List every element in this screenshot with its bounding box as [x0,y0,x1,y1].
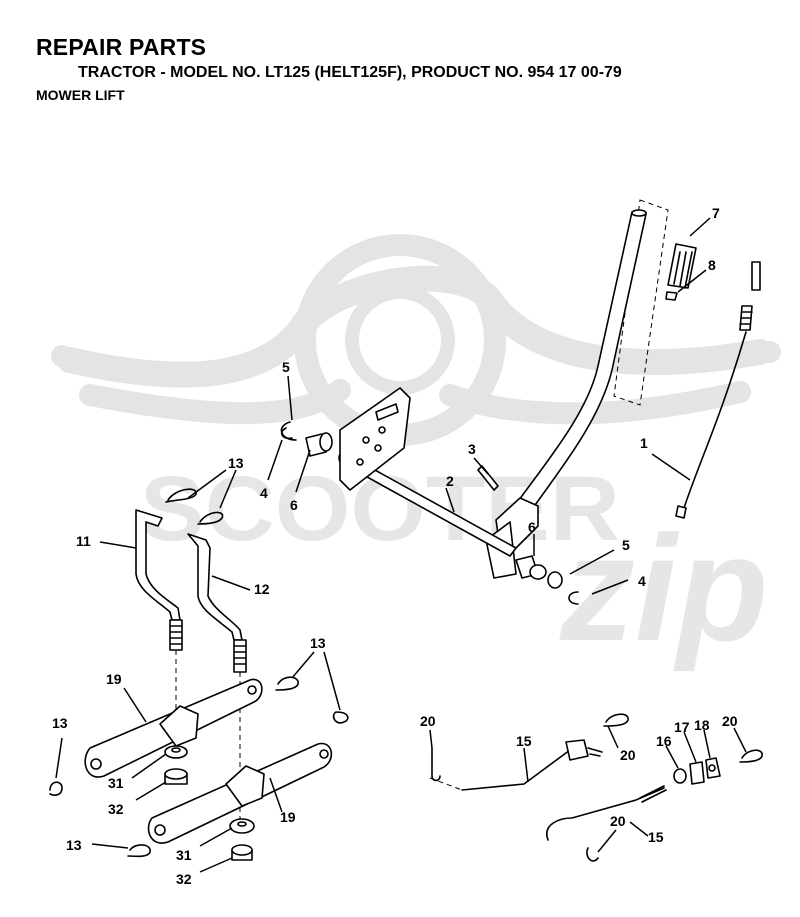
lift-link-part-11 [135,509,183,651]
lift-arm-part-19-upper [84,678,263,778]
callout-8: 8 [708,257,716,273]
watermark-dot-left [51,345,73,367]
callout-15-lower: 15 [648,829,664,845]
callout-20-d: 20 [610,813,626,829]
callout-6-left: 6 [290,497,298,513]
callout-13-mid: 13 [310,635,326,651]
callout-20-a: 20 [420,713,436,729]
callout-4-left: 4 [260,485,268,501]
callout-13-top: 13 [228,455,244,471]
callout-20-c: 20 [722,713,738,729]
callout-6-right: 6 [528,519,536,535]
callout-16: 16 [656,733,672,749]
section-title: MOWER LIFT [36,87,125,103]
callout-15-upper: 15 [516,733,532,749]
nut-part-32-upper [164,768,188,785]
washer-part-31-upper [164,745,188,759]
callout-4-right: 4 [638,573,646,589]
lift-rod-part-15-lower [546,785,667,841]
model-subtitle: TRACTOR - MODEL NO. LT125 (HELT125F), PR… [78,64,622,81]
clip-part-20-set [431,713,763,862]
lift-arm-part-19-lower [147,742,333,844]
hairpin-clip-13-b [332,711,349,724]
callout-5-left: 5 [282,359,290,375]
callout-5-right: 5 [622,537,630,553]
callout-7: 7 [712,205,720,221]
hairpin-clip-13-d [127,844,151,858]
callout-2: 2 [446,473,454,489]
leader-lines [55,217,747,873]
callout-3: 3 [468,441,476,457]
right-shaft-hardware [515,555,579,605]
callout-19-lower: 19 [280,809,296,825]
handle-grip-assembly [613,199,697,406]
callout-12: 12 [254,581,270,597]
callout-numbers: 5 4 6 3 2 1 7 8 6 5 4 13 11 12 13 19 13 … [52,205,738,887]
callout-18: 18 [694,717,710,733]
mounting-plate [339,387,411,491]
trunnion-part-17 [689,761,705,785]
callout-31-upper: 31 [108,775,124,791]
washer-part-5-right [547,571,563,589]
grip-cap-part-8 [665,291,678,301]
callout-19-upper: 19 [106,671,122,687]
clip-part-4-right [568,591,579,605]
lift-link-part-12 [187,533,247,673]
watermark-script: zip [559,504,768,672]
callout-20-b: 20 [620,747,636,763]
callout-32-upper: 32 [108,801,124,817]
left-shaft-hardware [280,421,333,457]
callout-11: 11 [76,533,91,549]
watermark-logo: SCOOTER zip [51,234,781,672]
callout-13-left: 13 [52,715,68,731]
washer-part-31-lower [229,818,255,834]
callout-17: 17 [674,719,690,735]
watermark-dot-right [759,341,781,363]
callout-32-lower: 32 [176,871,192,887]
hairpin-clips-upper [165,488,224,525]
swivel-part-16 [673,768,687,784]
callout-1: 1 [640,435,648,451]
page-title: REPAIR PARTS [36,34,207,60]
callout-31-lower: 31 [176,847,192,863]
hairpin-clip-13-c [49,781,63,796]
clip-part-4 [280,427,293,440]
lift-rod-part-15-upper [429,739,603,791]
hairpin-clip-13-a [275,676,299,691]
callout-13-bottom: 13 [66,837,82,853]
pin-part-3 [477,465,499,491]
trunnion-part-18 [705,757,721,779]
lift-rod-part-1 [675,261,761,519]
nut-part-32-lower [231,844,253,861]
handle-grip-part-7 [667,243,697,289]
